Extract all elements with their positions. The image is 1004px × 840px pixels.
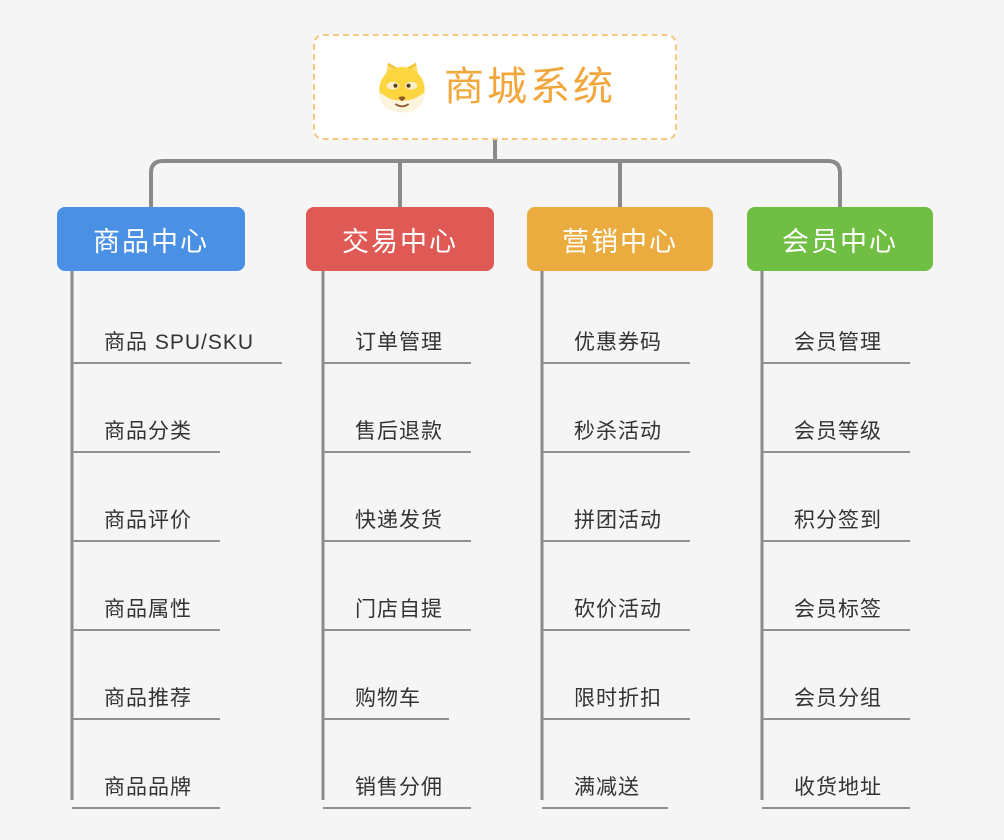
branch-node-trade[interactable]: 交易中心 bbox=[306, 207, 494, 271]
dog-icon bbox=[374, 60, 430, 114]
branch-label: 交易中心 bbox=[342, 226, 458, 257]
mindmap-item[interactable]: 会员分组 bbox=[762, 660, 910, 720]
mindmap-item[interactable]: 销售分佣 bbox=[323, 749, 471, 809]
mindmap-item[interactable]: 订单管理 bbox=[323, 304, 471, 364]
root-node[interactable]: 商城系统 bbox=[313, 34, 677, 140]
mindmap-item[interactable]: 商品属性 bbox=[72, 571, 220, 631]
mindmap-item[interactable]: 砍价活动 bbox=[542, 571, 690, 631]
mindmap-item[interactable]: 会员标签 bbox=[762, 571, 910, 631]
mindmap-item[interactable]: 快递发货 bbox=[323, 482, 471, 542]
mindmap-item[interactable]: 满减送 bbox=[542, 749, 668, 809]
mindmap-item[interactable]: 商品推荐 bbox=[72, 660, 220, 720]
branch-node-members[interactable]: 会员中心 bbox=[747, 207, 933, 271]
mindmap-item[interactable]: 限时折扣 bbox=[542, 660, 690, 720]
branch-label: 商品中心 bbox=[93, 226, 209, 257]
root-label: 商城系统 bbox=[444, 65, 616, 109]
mindmap-item[interactable]: 商品品牌 bbox=[72, 749, 220, 809]
mindmap-item[interactable]: 优惠券码 bbox=[542, 304, 690, 364]
mindmap-item[interactable]: 门店自提 bbox=[323, 571, 471, 631]
mindmap-item[interactable]: 积分签到 bbox=[762, 482, 910, 542]
mindmap-item[interactable]: 会员管理 bbox=[762, 304, 910, 364]
branch-label: 营销中心 bbox=[562, 226, 678, 257]
mindmap-item[interactable]: 商品评价 bbox=[72, 482, 220, 542]
mindmap-item[interactable]: 购物车 bbox=[323, 660, 449, 720]
branch-node-marketing[interactable]: 营销中心 bbox=[527, 207, 713, 271]
mindmap-item[interactable]: 收货地址 bbox=[762, 749, 910, 809]
branch-node-products[interactable]: 商品中心 bbox=[57, 207, 245, 271]
branch-label: 会员中心 bbox=[782, 226, 898, 257]
mindmap-item[interactable]: 拼团活动 bbox=[542, 482, 690, 542]
mindmap-item[interactable]: 售后退款 bbox=[323, 393, 471, 453]
mindmap-item[interactable]: 商品 SPU/SKU bbox=[72, 304, 283, 364]
mindmap-item[interactable]: 商品分类 bbox=[72, 393, 220, 453]
mindmap-item[interactable]: 会员等级 bbox=[762, 393, 910, 453]
mindmap-item[interactable]: 秒杀活动 bbox=[542, 393, 690, 453]
